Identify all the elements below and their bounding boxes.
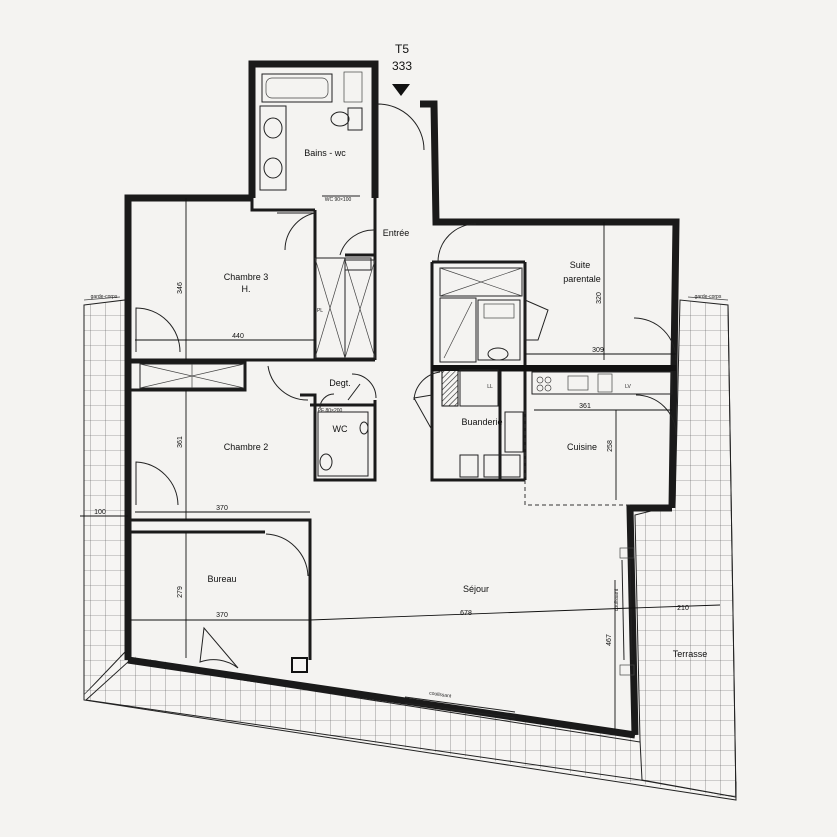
room-bureau: Bureau <box>207 574 236 584</box>
dim-bureau-width: 370 <box>216 612 228 619</box>
room-wc: WC <box>333 424 348 434</box>
note-ll: LL <box>487 384 493 390</box>
plan-type-label: T5 <box>395 42 409 56</box>
room-cuisine: Cuisine <box>567 442 597 452</box>
room-sejour: Séjour <box>463 584 489 594</box>
note-wc-fixture: WC 90×100 <box>325 197 352 203</box>
dim-ch2-width: 370 <box>216 505 228 512</box>
dim-suite-width: 309 <box>592 347 604 354</box>
note-coulissant-bottom: coulissant <box>429 690 452 699</box>
room-entree: Entrée <box>383 228 410 238</box>
dim-bureau-height: 279 <box>177 586 184 598</box>
note-garde-corps-right: garde-corps <box>695 294 722 300</box>
dim-suite-height: 320 <box>596 292 603 304</box>
unit-number: 333 <box>392 59 412 73</box>
room-suite-line2: parentale <box>563 274 601 284</box>
dim-ch3-height: 346 <box>177 282 184 294</box>
room-bains-wc: Bains - wc <box>304 148 346 158</box>
note-pl: PL <box>317 308 323 314</box>
note-garde-corps-left: garde-corps <box>91 294 118 300</box>
exterior-walls <box>124 60 680 739</box>
dim-ch2-height: 361 <box>177 436 184 448</box>
dimension-lines <box>80 198 721 730</box>
room-chambre3: Chambre 3 <box>224 272 269 282</box>
dim-sejour-height: 467 <box>606 634 613 646</box>
dim-cuisine-height: 258 <box>607 440 614 452</box>
dim-cuisine-width: 361 <box>579 403 591 410</box>
note-degt-fixture: PF 80×200 <box>318 408 343 414</box>
note-lv: LV <box>625 384 631 390</box>
terrace-area <box>83 296 737 801</box>
fixtures <box>139 71 673 719</box>
room-suite-line1: Suite <box>570 260 591 270</box>
room-degt: Degt. <box>329 378 351 388</box>
labels: T5 333 Bains - wc Entrée Chambre 3 H. Su… <box>91 42 722 700</box>
room-chambre2: Chambre 2 <box>224 442 269 452</box>
dim-ch3-width: 440 <box>232 333 244 340</box>
room-buanderie: Buanderie <box>461 417 502 427</box>
interior-walls <box>128 198 676 673</box>
room-terrasse: Terrasse <box>673 649 708 659</box>
entrance-arrow-icon <box>392 84 410 96</box>
dim-left-offset: 100 <box>94 509 106 516</box>
note-coulissant-right: coulissant <box>614 588 620 611</box>
room-chambre3-sub: H. <box>242 284 251 294</box>
dim-sejour-width: 678 <box>460 610 472 617</box>
dim-terrasse-width: 210 <box>677 605 689 612</box>
doors <box>135 212 677 669</box>
